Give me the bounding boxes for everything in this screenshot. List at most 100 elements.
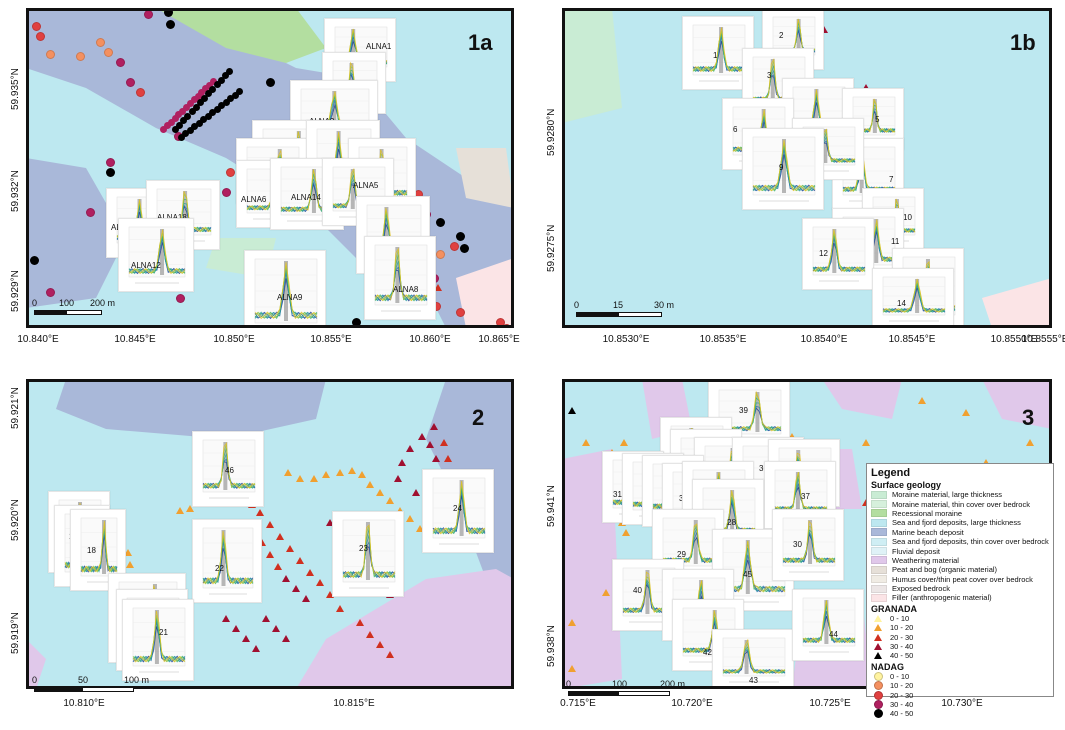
granada-point[interactable]: [386, 497, 394, 504]
nadag-point[interactable]: [86, 208, 95, 217]
granada-point[interactable]: [406, 515, 414, 522]
nadag-point[interactable]: [226, 168, 235, 177]
granada-point[interactable]: [322, 471, 330, 478]
nadag-point[interactable]: [163, 122, 171, 130]
granada-point[interactable]: [272, 625, 280, 632]
granada-point[interactable]: [820, 26, 828, 33]
nadag-point[interactable]: [96, 38, 105, 47]
hvsr-plot-43[interactable]: 43: [712, 629, 794, 689]
granada-point[interactable]: [348, 467, 356, 474]
granada-point[interactable]: [262, 615, 270, 622]
nadag-point[interactable]: [206, 81, 214, 89]
granada-point[interactable]: [242, 635, 250, 642]
granada-point[interactable]: [282, 635, 290, 642]
nadag-point[interactable]: [126, 78, 135, 87]
granada-point[interactable]: [124, 549, 132, 556]
granada-point[interactable]: [302, 595, 310, 602]
nadag-point[interactable]: [116, 58, 125, 67]
granada-point[interactable]: [222, 615, 230, 622]
nadag-point[interactable]: [200, 116, 208, 124]
nadag-point[interactable]: [30, 256, 39, 265]
granada-point[interactable]: [432, 455, 440, 462]
granada-point[interactable]: [376, 489, 384, 496]
nadag-point[interactable]: [32, 22, 41, 31]
nadag-point[interactable]: [436, 250, 445, 259]
granada-point[interactable]: [418, 433, 426, 440]
nadag-point[interactable]: [222, 188, 231, 197]
nadag-point[interactable]: [226, 68, 233, 75]
nadag-point[interactable]: [209, 109, 217, 117]
nadag-point[interactable]: [190, 96, 198, 104]
granada-point[interactable]: [256, 509, 264, 516]
nadag-point[interactable]: [136, 88, 145, 97]
granada-point[interactable]: [366, 481, 374, 488]
map-1b[interactable]: 1234567891011121314: [562, 8, 1052, 328]
hvsr-plot-30[interactable]: 30: [772, 509, 844, 581]
nadag-point[interactable]: [456, 308, 465, 317]
granada-point[interactable]: [356, 619, 364, 626]
granada-point[interactable]: [602, 589, 610, 596]
granada-point[interactable]: [326, 591, 334, 598]
granada-point[interactable]: [412, 489, 420, 496]
nadag-point[interactable]: [195, 119, 203, 127]
nadag-point[interactable]: [436, 218, 445, 227]
granada-point[interactable]: [358, 471, 366, 478]
granada-point[interactable]: [426, 441, 434, 448]
granada-point[interactable]: [444, 455, 452, 462]
hvsr-plot-14[interactable]: 14: [872, 268, 954, 328]
granada-point[interactable]: [266, 521, 274, 528]
hvsr-plot-46[interactable]: 46: [192, 431, 264, 507]
granada-point[interactable]: [306, 569, 314, 576]
granada-point[interactable]: [394, 475, 402, 482]
nadag-point[interactable]: [217, 76, 225, 84]
granada-point[interactable]: [366, 631, 374, 638]
nadag-point[interactable]: [204, 112, 212, 120]
granada-point[interactable]: [430, 423, 438, 430]
nadag-point[interactable]: [231, 91, 239, 99]
nadag-point[interactable]: [221, 72, 229, 80]
nadag-point[interactable]: [178, 134, 185, 141]
nadag-point[interactable]: [179, 107, 187, 115]
granada-point[interactable]: [962, 409, 970, 416]
granada-point[interactable]: [274, 563, 282, 570]
map-2[interactable]: 46161718222324192021: [26, 379, 514, 689]
granada-point[interactable]: [406, 445, 414, 452]
nadag-point[interactable]: [236, 88, 243, 95]
nadag-point[interactable]: [176, 294, 185, 303]
nadag-point[interactable]: [210, 78, 217, 85]
granada-point[interactable]: [276, 533, 284, 540]
nadag-point[interactable]: [76, 52, 85, 61]
nadag-point[interactable]: [266, 78, 275, 87]
nadag-point[interactable]: [209, 85, 217, 93]
granada-point[interactable]: [258, 539, 266, 546]
hvsr-plot-22[interactable]: 22: [192, 519, 262, 603]
hvsr-plot-alna12[interactable]: ALNA12: [118, 218, 194, 292]
nadag-point[interactable]: [460, 244, 469, 253]
granada-point[interactable]: [316, 579, 324, 586]
granada-point[interactable]: [398, 459, 406, 466]
nadag-point[interactable]: [172, 126, 179, 133]
nadag-point[interactable]: [175, 111, 183, 119]
granada-point[interactable]: [176, 507, 184, 514]
granada-point[interactable]: [568, 665, 576, 672]
granada-point[interactable]: [296, 557, 304, 564]
nadag-point[interactable]: [166, 20, 175, 29]
nadag-point[interactable]: [456, 232, 465, 241]
granada-point[interactable]: [266, 551, 274, 558]
granada-point[interactable]: [788, 433, 796, 440]
nadag-point[interactable]: [176, 121, 184, 129]
nadag-point[interactable]: [194, 92, 202, 100]
nadag-point[interactable]: [202, 85, 210, 93]
nadag-point[interactable]: [186, 100, 194, 108]
nadag-point[interactable]: [205, 90, 213, 98]
nadag-point[interactable]: [180, 117, 188, 125]
nadag-point[interactable]: [171, 114, 179, 122]
granada-point[interactable]: [336, 469, 344, 476]
nadag-point[interactable]: [218, 102, 226, 110]
nadag-point[interactable]: [167, 118, 175, 126]
nadag-point[interactable]: [192, 103, 200, 111]
nadag-point[interactable]: [183, 103, 191, 111]
granada-point[interactable]: [336, 605, 344, 612]
nadag-point[interactable]: [201, 94, 209, 102]
granada-point[interactable]: [296, 475, 304, 482]
